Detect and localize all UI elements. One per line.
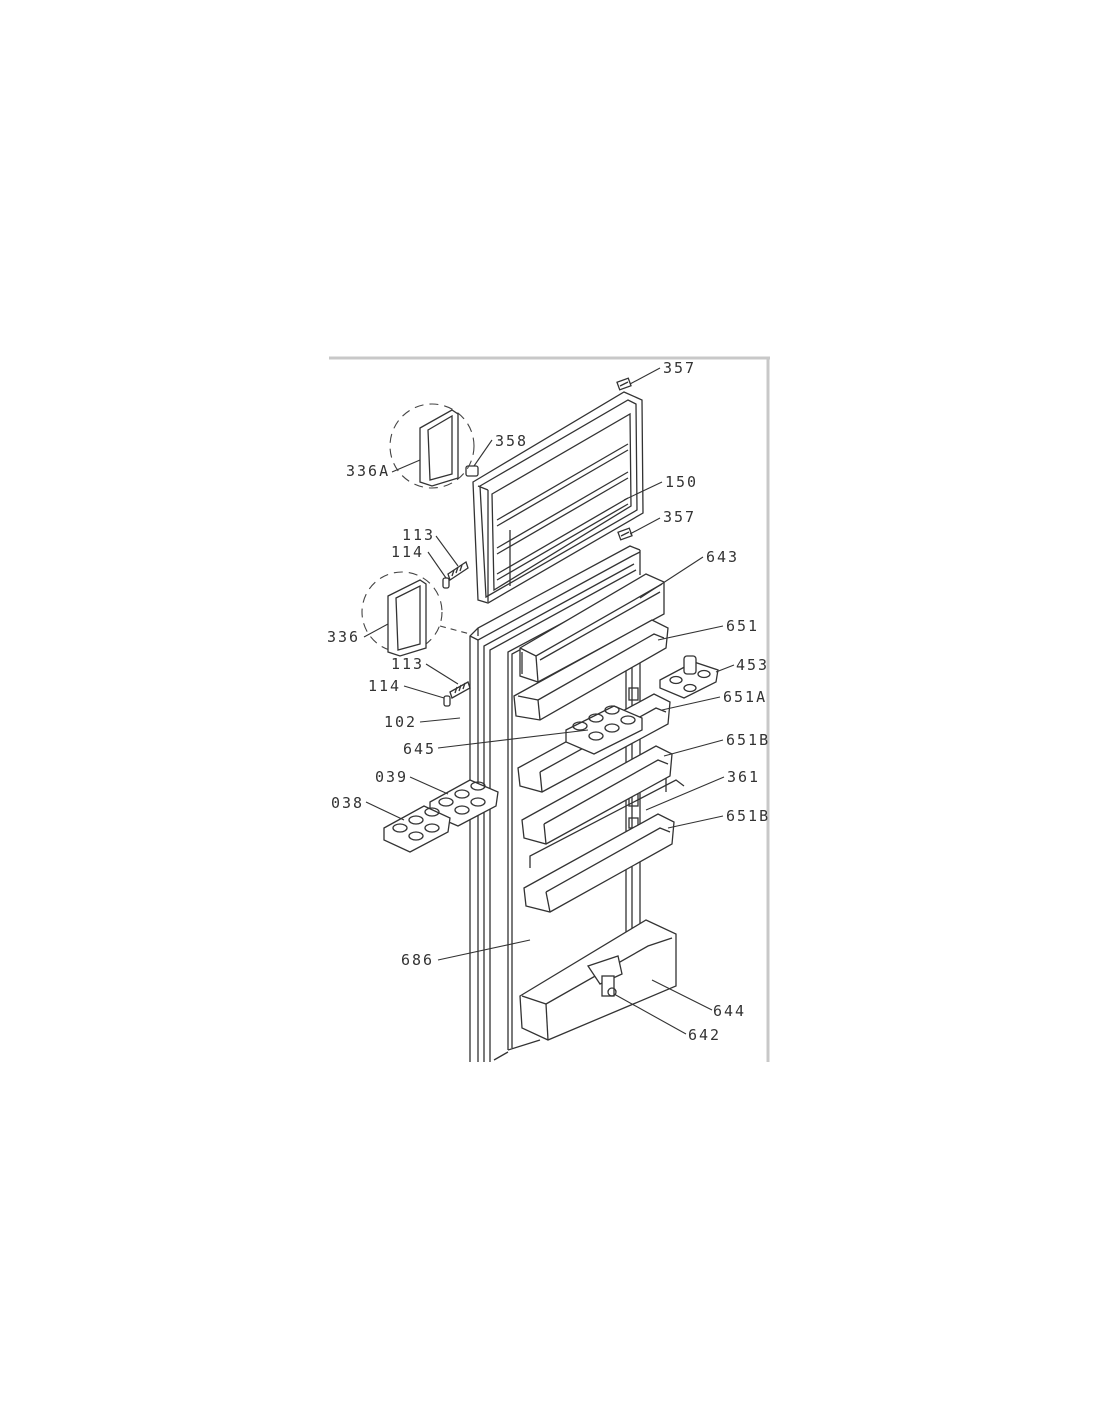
label-651B-bot: 651B xyxy=(726,807,770,825)
part-labels: 357 358 336A 150 357 113 114 643 336 651… xyxy=(327,359,770,1044)
label-645: 645 xyxy=(403,740,436,758)
label-357-top: 357 xyxy=(663,359,696,377)
hinge-cap-357-top xyxy=(616,377,632,391)
gasket-detail-336 xyxy=(361,571,471,657)
door-shelf-651 xyxy=(513,619,669,721)
freezer-door xyxy=(472,391,644,604)
hinge-113-114-upper xyxy=(442,560,469,589)
diagram-frame xyxy=(329,356,770,1062)
egg-holder-038 xyxy=(383,805,451,853)
shelf-divider-361 xyxy=(529,778,685,868)
door-shelf-651B-upper xyxy=(521,745,673,845)
hinge-cap-357-mid xyxy=(617,527,633,541)
label-643: 643 xyxy=(706,548,739,566)
dairy-compartment-643 xyxy=(519,573,665,683)
label-651: 651 xyxy=(726,617,759,635)
egg-tray-645 xyxy=(565,705,643,755)
label-150: 150 xyxy=(665,473,698,491)
label-642: 642 xyxy=(688,1026,721,1044)
label-651B-top: 651B xyxy=(726,731,770,749)
door-shelf-651B-lower xyxy=(523,813,675,913)
leader-lines xyxy=(363,367,735,1035)
label-644: 644 xyxy=(713,1002,746,1020)
egg-tray-453 xyxy=(659,655,719,699)
hinge-113-114-lower xyxy=(443,681,471,707)
gasket-detail-336A xyxy=(389,403,475,489)
label-039: 039 xyxy=(375,768,408,786)
bottle-stopper-642 xyxy=(586,955,623,997)
label-113-top: 113 xyxy=(402,526,435,544)
label-357-mid: 357 xyxy=(663,508,696,526)
label-038: 038 xyxy=(331,794,364,812)
label-336: 336 xyxy=(327,628,360,646)
label-453: 453 xyxy=(736,656,769,674)
label-102: 102 xyxy=(384,713,417,731)
label-686: 686 xyxy=(401,951,434,969)
label-361: 361 xyxy=(727,768,760,786)
label-114-top: 114 xyxy=(391,543,424,561)
hinge-cap-358 xyxy=(465,465,479,477)
label-114-bot: 114 xyxy=(368,677,401,695)
label-358: 358 xyxy=(495,432,528,450)
label-651A: 651A xyxy=(723,688,767,706)
label-336A: 336A xyxy=(346,462,390,480)
label-113-bot: 113 xyxy=(391,655,424,673)
